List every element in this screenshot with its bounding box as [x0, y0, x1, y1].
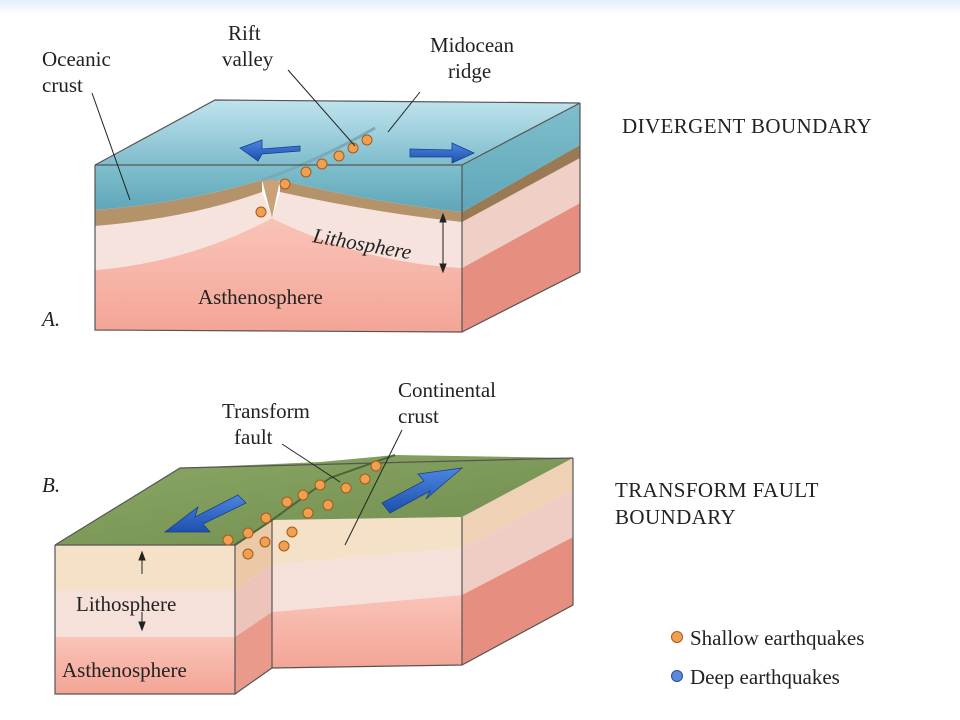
label-rift-valley-line1: Rift [228, 21, 261, 45]
a-quake-6 [279, 178, 291, 190]
b-quake-10 [242, 527, 254, 539]
b-left-front-lithosphere [55, 590, 235, 637]
transform-boundary-title-line2: BOUNDARY [615, 505, 736, 529]
a-side-water [462, 103, 580, 212]
panel-b-transform: Transform fault Continental crust Lithos… [42, 378, 819, 695]
b-lithosphere-thickness-arrow [138, 550, 146, 632]
b-quake-4 [314, 479, 326, 491]
b-fault-side-lithosphere [235, 565, 272, 637]
transform-boundary-title-line1: TRANSFORM FAULT [615, 478, 819, 502]
legend-deep-quake-icon [671, 670, 683, 682]
a-front-lithosphere [95, 192, 272, 270]
a-rift-notch [262, 180, 280, 218]
panel-a-letter: A. [40, 307, 60, 331]
b-quake-6 [281, 496, 293, 508]
a-quake-5 [300, 166, 312, 178]
a-shallow-earthquakes [255, 134, 373, 218]
legend: Shallow earthquakes Deep earthquakes [671, 626, 864, 689]
b-quake-2 [359, 473, 371, 485]
a-leader-lines [91, 69, 421, 201]
a-quake-3 [333, 150, 345, 162]
b-quake-11 [222, 534, 234, 546]
label-midocean-ridge-line1: Midocean [430, 33, 514, 57]
a-ridge-crest [261, 126, 376, 182]
b-quake-15 [278, 540, 290, 552]
b-side-continental [462, 458, 573, 548]
b-side-lithosphere [462, 490, 573, 595]
b-side-asthenosphere [462, 537, 573, 665]
b-quake-7 [322, 499, 334, 511]
b-leader-lines [281, 429, 403, 546]
legend-shallow-label: Shallow earthquakes [690, 626, 864, 650]
panel-b-letter: B. [42, 473, 60, 497]
b-quake-13 [259, 536, 271, 548]
label-oceanic-crust-line1: Oceanic [42, 47, 111, 71]
a-quake-2 [347, 142, 359, 154]
a-quake-7 [255, 206, 267, 218]
label-transform-fault-line1: Transform [222, 399, 310, 423]
a-front-crust-left [95, 180, 262, 226]
b-right-front-asthenosphere [272, 595, 462, 668]
a-quake-1 [361, 134, 373, 146]
b-quake-5 [297, 489, 309, 501]
legend-shallow-quake-icon [671, 631, 683, 643]
b-quake-12 [286, 526, 298, 538]
b-left-front-asthenosphere [55, 637, 235, 694]
label-oceanic-crust-line2: crust [42, 73, 83, 97]
panel-a-divergent: Oceanic crust Rift valley Midocean ridge… [40, 21, 872, 333]
label-lithosphere-b: Lithosphere [76, 592, 176, 616]
a-lithosphere-thickness-arrow [439, 212, 447, 274]
a-arrow-left-plate [239, 139, 301, 162]
a-front-water [95, 165, 462, 212]
label-asthenosphere-b: Asthenosphere [62, 658, 187, 682]
b-right-front-lithosphere [272, 548, 462, 612]
b-quake-1 [370, 460, 382, 472]
a-arrow-right-plate [409, 142, 475, 164]
a-side-crust [462, 145, 580, 222]
a-side-lithosphere [462, 158, 580, 268]
b-arrow-right-plate [381, 467, 464, 514]
legend-deep-label: Deep earthquakes [690, 665, 840, 689]
label-rift-valley-line2: valley [222, 47, 274, 71]
a-quake-4 [316, 158, 328, 170]
a-side-asthenosphere [462, 203, 580, 332]
b-quake-14 [242, 548, 254, 560]
b-shallow-earthquakes [222, 460, 382, 560]
b-right-front-continental [272, 517, 462, 565]
label-continental-crust-line1: Continental [398, 378, 496, 402]
a-front-asthenosphere [95, 218, 462, 332]
b-quake-3 [340, 482, 352, 494]
a-front-crust-right [280, 180, 462, 222]
b-arrow-left-plate [163, 494, 247, 533]
label-midocean-ridge-line2: ridge [448, 59, 491, 83]
label-continental-crust-line2: crust [398, 404, 439, 428]
b-outlines [54, 457, 574, 695]
b-fault-side-asthenosphere [235, 612, 272, 694]
a-outlines [94, 99, 581, 333]
b-left-front-continental [55, 545, 235, 590]
label-asthenosphere-a: Asthenosphere [198, 285, 323, 309]
divergent-boundary-title: DIVERGENT BOUNDARY [622, 114, 872, 138]
b-quake-9 [260, 512, 272, 524]
b-quake-8 [302, 507, 314, 519]
label-transform-fault-line2: fault [234, 425, 273, 449]
a-front-lithosphere-right [272, 192, 462, 268]
